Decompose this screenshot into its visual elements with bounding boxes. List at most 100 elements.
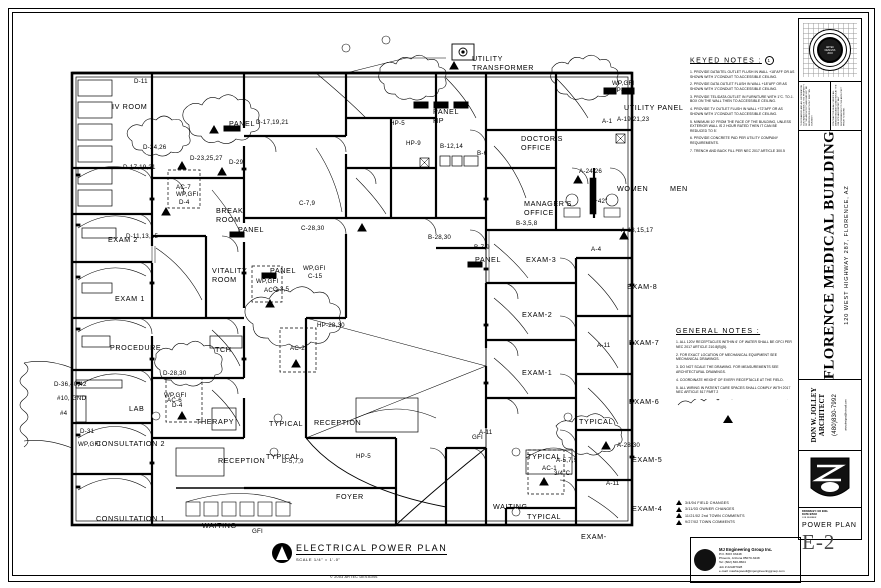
circuit-tag: HP-9 <box>406 140 421 147</box>
room-label: THERAPY <box>196 417 235 426</box>
revision-row: 11/21/02 2nd TOWN COMMENTS <box>676 513 794 519</box>
revision-text: 3/4/04 FIELD CHANGES <box>685 500 729 505</box>
circuit-tag: #4 <box>60 410 68 417</box>
circuit-tag: C-28,30 <box>301 225 325 232</box>
room-label: FOYER <box>336 492 364 501</box>
sheet-border-inner <box>12 12 869 576</box>
circuit-tag: B-6 <box>477 150 488 157</box>
general-notes-list: 1. ALL 120V RECEPTACLES WITHIN 6' OF WAT… <box>676 340 794 395</box>
room-label: CONSULTATION 2 <box>96 439 166 448</box>
keyed-note-item: 2. PROVIDE DATA OUTLET FLUSH IN WALL +18… <box>690 82 787 91</box>
circuit-tag: 3/4"C. <box>554 470 573 477</box>
general-notes-cloud <box>677 394 789 424</box>
keyed-note-item: 6. PROVIDE CONCRETE PAD PER UTILITY COMP… <box>690 136 778 146</box>
circuit-tag: D-4 <box>179 199 190 206</box>
room-label: IV ROOM <box>112 102 148 111</box>
circuit-tag: WP,GFI <box>256 278 279 285</box>
circuit-tag: AC-1 <box>542 465 557 472</box>
room-label: TCH <box>215 345 232 354</box>
room-label: WAITING <box>202 521 237 530</box>
engineer-line1: P.O. BOX 93448 <box>719 551 742 556</box>
plan-title: ELECTRICAL POWER PLAN <box>296 543 448 555</box>
keyed-note-item: 7. TRENCH AND BACK FILL PER NEC 2017 ART… <box>690 148 785 153</box>
revision-triangle-icon <box>676 513 682 519</box>
room-label: CONSULTATION 1 <box>96 514 166 523</box>
general-note-item: 3. DO NOT SCALE THE DRAWING. FOR MEASURE… <box>676 365 779 374</box>
floor-plan-linework <box>19 35 635 527</box>
circuit-tag: GFI <box>252 528 263 535</box>
circuit-tag: A-4 <box>591 246 602 253</box>
room-label: UTILITY PANEL <box>624 103 684 112</box>
project-info: FLORENCE MEDICAL BUILDING 120 WEST HIGHW… <box>799 131 861 380</box>
circuit-tag: B-28,30 <box>428 234 452 241</box>
room-label: PANEL <box>475 255 502 264</box>
engineer-line5: e-mail: masha.javedi@mjengineeringgroup.… <box>719 568 785 573</box>
room-label: TYPICAL <box>527 512 562 521</box>
circuit-tag: WP,GFI <box>164 392 187 399</box>
room-label: PANEL <box>238 225 265 234</box>
engineer-line4: Job # 22ART028 <box>719 564 743 569</box>
plan-title-block: ELECTRICAL POWER PLAN SCALE 1/4" = 1'-0" <box>272 543 448 563</box>
sheet-date: DATE:9/5/02 <box>802 513 817 517</box>
revision-row: 9/27/02 TOWN COMMENTS <box>676 519 794 525</box>
engineer-line2: Phoenix, Arizona 85070-3448 <box>719 556 760 561</box>
room-label: TYPICAL <box>266 452 301 461</box>
legal-col-right: CONTRACTOR SHALL VERIFY ALL DIMENSIONS A… <box>829 82 862 130</box>
copyright-text: © 2003 ARTEC DESIGNS <box>330 575 378 579</box>
circuit-tag: D-23,25,27 <box>190 155 223 162</box>
keyed-note-item: 3. PROVIDE TEL/DATA OUTLET IN FURNITURE … <box>690 94 794 104</box>
circuit-tag: D-29 <box>229 159 244 166</box>
circuit-tag: HP-5 <box>356 453 371 460</box>
room-label: TYPICAL <box>579 417 614 426</box>
room-label: PANEL <box>270 266 297 275</box>
room-label: PANEL <box>229 119 256 128</box>
circuit-tag: #10, GND <box>57 395 87 402</box>
engineer-line3: Tel: (602) 820-8604 <box>719 560 746 565</box>
project-address: 120 WEST HIGHWAY 287, FLORENCE, AZ <box>844 185 851 325</box>
circuit-tag: B-3,5,8 <box>516 220 538 227</box>
room-label: EXAM- <box>581 532 607 541</box>
room-label: TYPICAL <box>527 452 562 461</box>
legal-col-left: THIS DRAWING AND ALL INFORMATION CONTAIN… <box>799 82 830 130</box>
circuit-tag: D-17,19,21 <box>123 164 156 171</box>
room-label: WOMEN <box>617 184 649 193</box>
sheet-border-outer <box>8 8 875 582</box>
keyed-note-item: 4. PROVIDE TV OUTLET FLUSH IN WALL +72"A… <box>690 107 783 116</box>
room-label: EXAM-2 <box>522 310 553 319</box>
general-note-item: 4. COORDINATE HEIGHT OF EVERY RECEPTACLE… <box>676 377 784 382</box>
sheet-meta: DRAWN BY: MJ ENG. DATE:9/5/02 JOB NUMBER… <box>799 508 861 557</box>
drawn-by: DRAWN BY: MJ ENG. <box>802 510 829 513</box>
circuit-tag: AC-3 <box>264 287 279 294</box>
general-notes-block: GENERAL NOTES : 1. ALL 120V RECEPTACLES … <box>676 328 794 430</box>
room-label: PROCEDURE <box>110 343 162 352</box>
keyed-notes-list: 1. PROVIDE DATA/TEL OUTLET FLUSH IN WALL… <box>690 70 795 153</box>
general-note-item: 2. FOR EXACT LOCATION OF MECHANICAL EQUI… <box>676 352 778 362</box>
revision-text: 9/27/02 TOWN COMMENTS <box>685 520 735 525</box>
room-label: RECEPTION <box>314 418 362 427</box>
circuit-tag: C-15 <box>308 273 323 280</box>
circuit-tag: A-11 <box>597 342 611 349</box>
room-label: EXAM-3 <box>526 255 557 264</box>
project-name: FLORENCE MEDICAL BUILDING <box>821 130 838 380</box>
circuit-tag: D-5,7,9 <box>282 458 304 465</box>
circuit-tag: A-24,26 <box>579 168 603 175</box>
circuit-tag: AC-2 <box>290 345 305 352</box>
room-label: EXAM-8 <box>627 282 658 291</box>
circuit-tag: C-3,5 <box>273 286 290 293</box>
room-label: EXAM-7 <box>629 338 660 347</box>
circuit-tag: D-24,26 <box>143 144 167 151</box>
circuit-tag: WP,GFI <box>78 441 101 448</box>
revision-triangle-icon <box>676 500 682 505</box>
